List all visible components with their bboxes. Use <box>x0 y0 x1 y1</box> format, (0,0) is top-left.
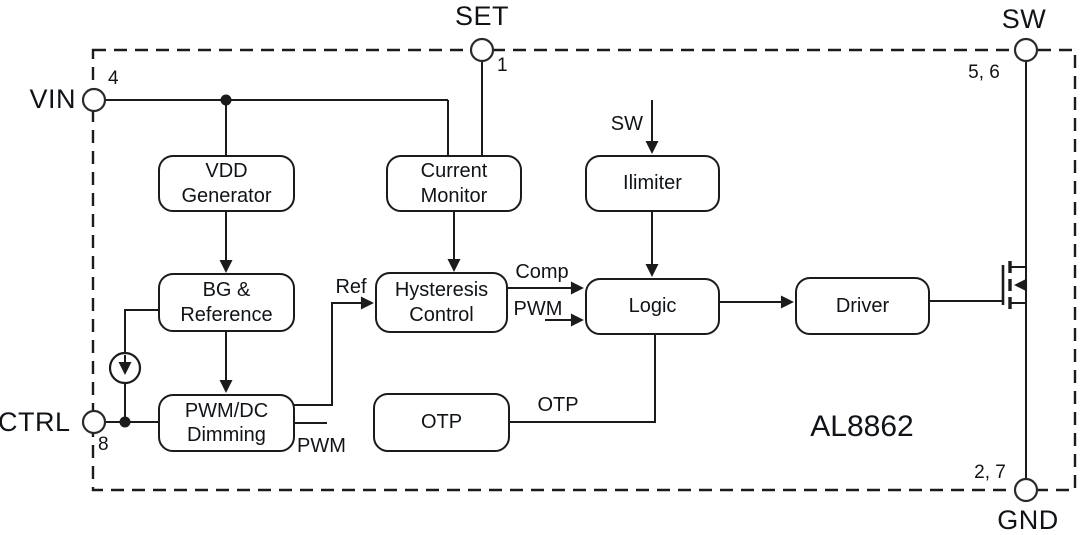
block-vdd-generator: VDD Generator <box>158 155 295 212</box>
pin-label-ctrl: CTRL <box>0 407 71 437</box>
wire-label-comp: Comp <box>515 261 569 283</box>
pin-label-set: SET <box>454 1 509 31</box>
wire-label-sw-input: SW <box>610 113 643 135</box>
pin-label-gnd: GND <box>997 505 1059 535</box>
gnd-pin-circle <box>1013 477 1039 503</box>
ctrl-pin-circle <box>81 409 107 435</box>
block-hysteresis-control-label: Hysteresis Control <box>394 279 489 326</box>
block-hysteresis-control: Hysteresis Control <box>375 272 508 333</box>
set-pin-circle <box>469 37 495 63</box>
block-vdd-generator-label: VDD Generator <box>181 160 272 207</box>
block-pwm-dc-dimming: PWM/DC Dimming <box>158 394 295 452</box>
wire-bg-to-current-source <box>124 309 158 422</box>
block-ilimiter: Ilimiter <box>585 155 720 212</box>
pin-number-vin: 4 <box>108 68 119 89</box>
chip-name: AL8862 <box>810 410 914 443</box>
pin-number-ctrl: 8 <box>98 434 109 455</box>
pin-label-vin: VIN <box>29 84 76 114</box>
mosfet-symbol <box>1001 261 1028 309</box>
block-driver-label: Driver <box>835 294 890 317</box>
block-otp: OTP <box>373 393 510 452</box>
wire-label-ref: Ref <box>335 276 367 298</box>
sw-pin-circle <box>1013 37 1039 63</box>
wire-label-otp: OTP <box>537 394 579 416</box>
pin-label-sw: SW <box>1001 4 1047 34</box>
block-driver: Driver <box>795 277 930 335</box>
pin-number-set: 1 <box>497 55 508 76</box>
wire-label-pwm-logic: PWM <box>513 298 563 320</box>
block-bg-reference: BG & Reference <box>158 273 295 332</box>
block-current-monitor-label: Current Monitor <box>420 160 488 207</box>
block-pwm-dc-dimming-label: PWM/DC Dimming <box>184 399 269 446</box>
block-logic: Logic <box>585 278 720 335</box>
arrow-wires <box>219 100 794 406</box>
vin-pin-circle <box>81 87 107 113</box>
wires <box>105 61 1027 479</box>
pin-number-gnd: 2, 7 <box>974 462 1006 483</box>
pin-number-sw: 5, 6 <box>968 62 1000 83</box>
current-source-symbol <box>108 351 142 385</box>
arrow-ref-to-hysteresis <box>293 296 374 406</box>
ic-boundary-dashed-border <box>91 48 1077 492</box>
wire-otp-to-logic <box>510 335 656 423</box>
block-logic-label: Logic <box>628 295 677 318</box>
block-current-monitor: Current Monitor <box>386 155 522 212</box>
wire-label-pwm-dimming: PWM <box>297 435 346 457</box>
block-bg-reference-label: BG & Reference <box>180 279 273 326</box>
junction-dot-ctrl <box>119 416 131 428</box>
pin-circles <box>81 37 1039 503</box>
junction-dot-vin <box>220 94 232 106</box>
block-ilimiter-label: Ilimiter <box>623 172 682 195</box>
block-otp-label: OTP <box>420 411 463 434</box>
